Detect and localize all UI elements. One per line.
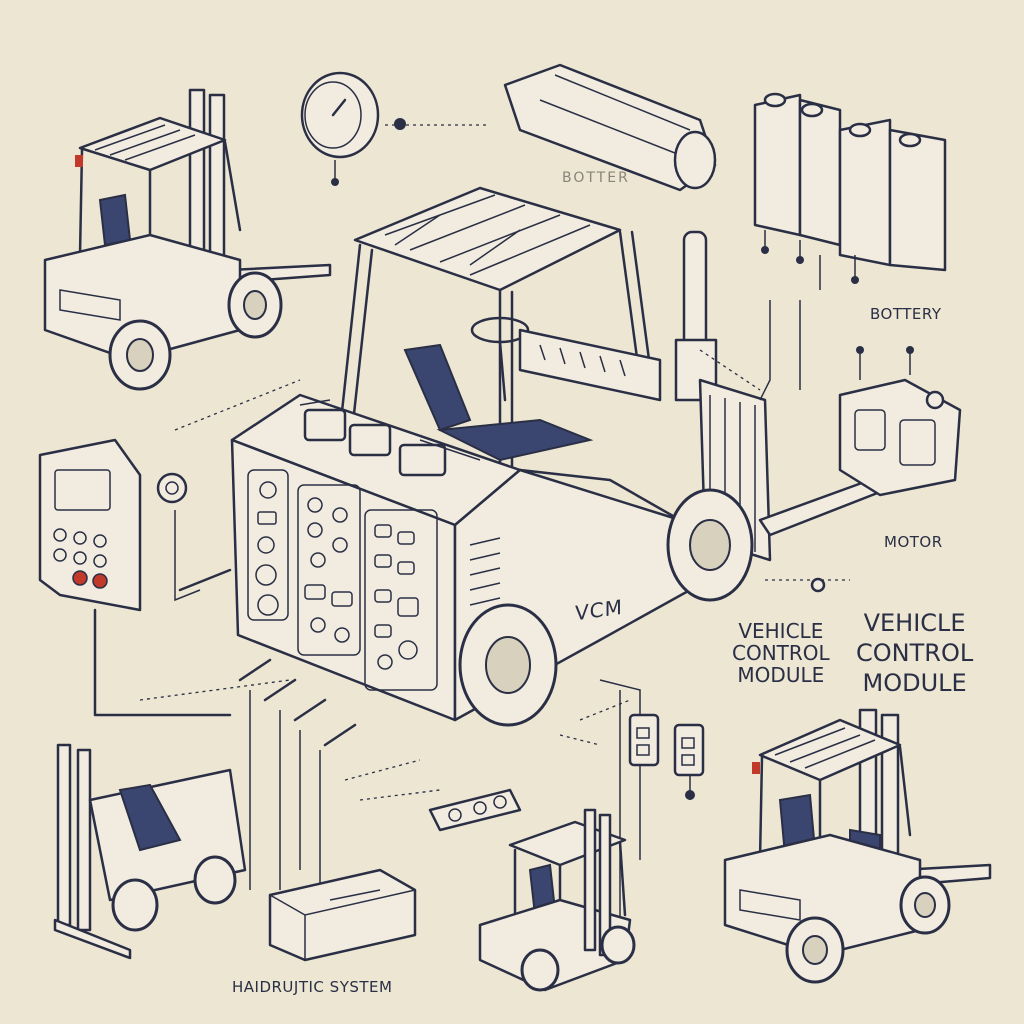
- callout-right-line-1: VEHICLE: [863, 609, 966, 637]
- overhead-guard: [353, 186, 622, 292]
- battery-top-label: BOTTER: [562, 170, 630, 186]
- battery-right-label: BOTTERY: [870, 305, 942, 323]
- callout-left-line-2: CONTROL: [732, 641, 830, 665]
- vehicle-control-module-callout-left: VEHICLE CONTROL MODULE: [732, 620, 830, 686]
- callout-right-line-2: CONTROL: [856, 639, 974, 667]
- vcm-panel-buttons: [247, 469, 438, 691]
- callout-left-line-1: VEHICLE: [738, 619, 824, 643]
- callout-right-line-3: MODULE: [862, 669, 967, 697]
- motor-component: [838, 346, 962, 497]
- forklift-top-left: [43, 88, 332, 391]
- hydraulic-tank: [268, 868, 417, 962]
- operator-seat: [403, 343, 472, 432]
- battery-pack-top: [503, 63, 717, 192]
- forklift-bottom-left: [53, 743, 247, 960]
- motor-label: MOTOR: [884, 533, 943, 551]
- forklift-bottom-right: [723, 708, 992, 984]
- vehicle-control-module-callout-right: VEHICLE CONTROL MODULE: [856, 608, 973, 698]
- switch-modules: [628, 713, 705, 800]
- hydraulic-system-label: HAIDRUJTIC SYSTEM: [232, 978, 393, 996]
- battery-cells: [753, 92, 947, 284]
- gauge-component: [300, 71, 490, 186]
- main-forklift: [230, 186, 882, 727]
- forklift-bottom-center: [478, 808, 636, 992]
- callout-left-line-3: MODULE: [737, 663, 825, 687]
- controller-keypad: [38, 438, 232, 717]
